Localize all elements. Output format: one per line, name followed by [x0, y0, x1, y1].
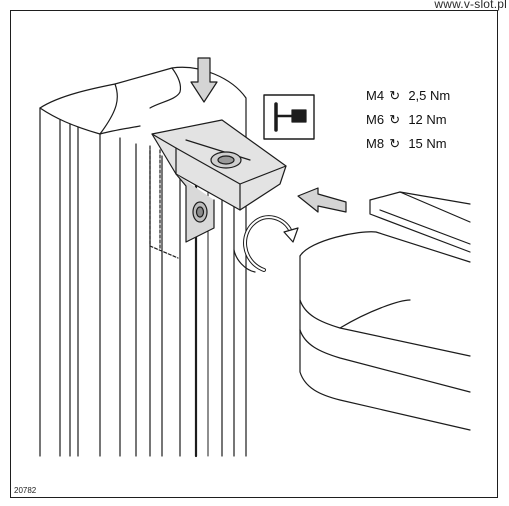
- torque-row-m8: M8 ↻ 15 Nm: [366, 136, 447, 152]
- figure-number: 20782: [14, 486, 37, 495]
- t-connector-symbol-icon: [263, 94, 315, 140]
- arrow-left-icon: [297, 187, 347, 213]
- torque-row-m4: M4 ↻ 2,5 Nm: [366, 88, 450, 104]
- torque-value: 2,5 Nm: [408, 88, 451, 103]
- clockwise-rotation-icon: ↻: [389, 136, 401, 151]
- clockwise-rotation-icon: [233, 215, 299, 273]
- clockwise-rotation-icon: ↻: [389, 112, 401, 127]
- hidden-slot-outline: [149, 145, 179, 259]
- thread-size: M8: [366, 136, 385, 151]
- thread-size: M6: [366, 112, 385, 127]
- figure-frame: [10, 10, 498, 498]
- horizontal-profile: [299, 191, 471, 431]
- arrow-down-icon: [190, 57, 218, 103]
- torque-value: 12 Nm: [408, 112, 447, 127]
- torque-row-m6: M6 ↻ 12 Nm: [366, 112, 447, 128]
- clockwise-rotation-icon: ↻: [389, 88, 401, 103]
- thread-size: M4: [366, 88, 385, 103]
- watermark-url: www.v-slot.pl: [434, 0, 507, 11]
- torque-value: 15 Nm: [408, 136, 447, 151]
- t-slot-connector: [151, 119, 287, 243]
